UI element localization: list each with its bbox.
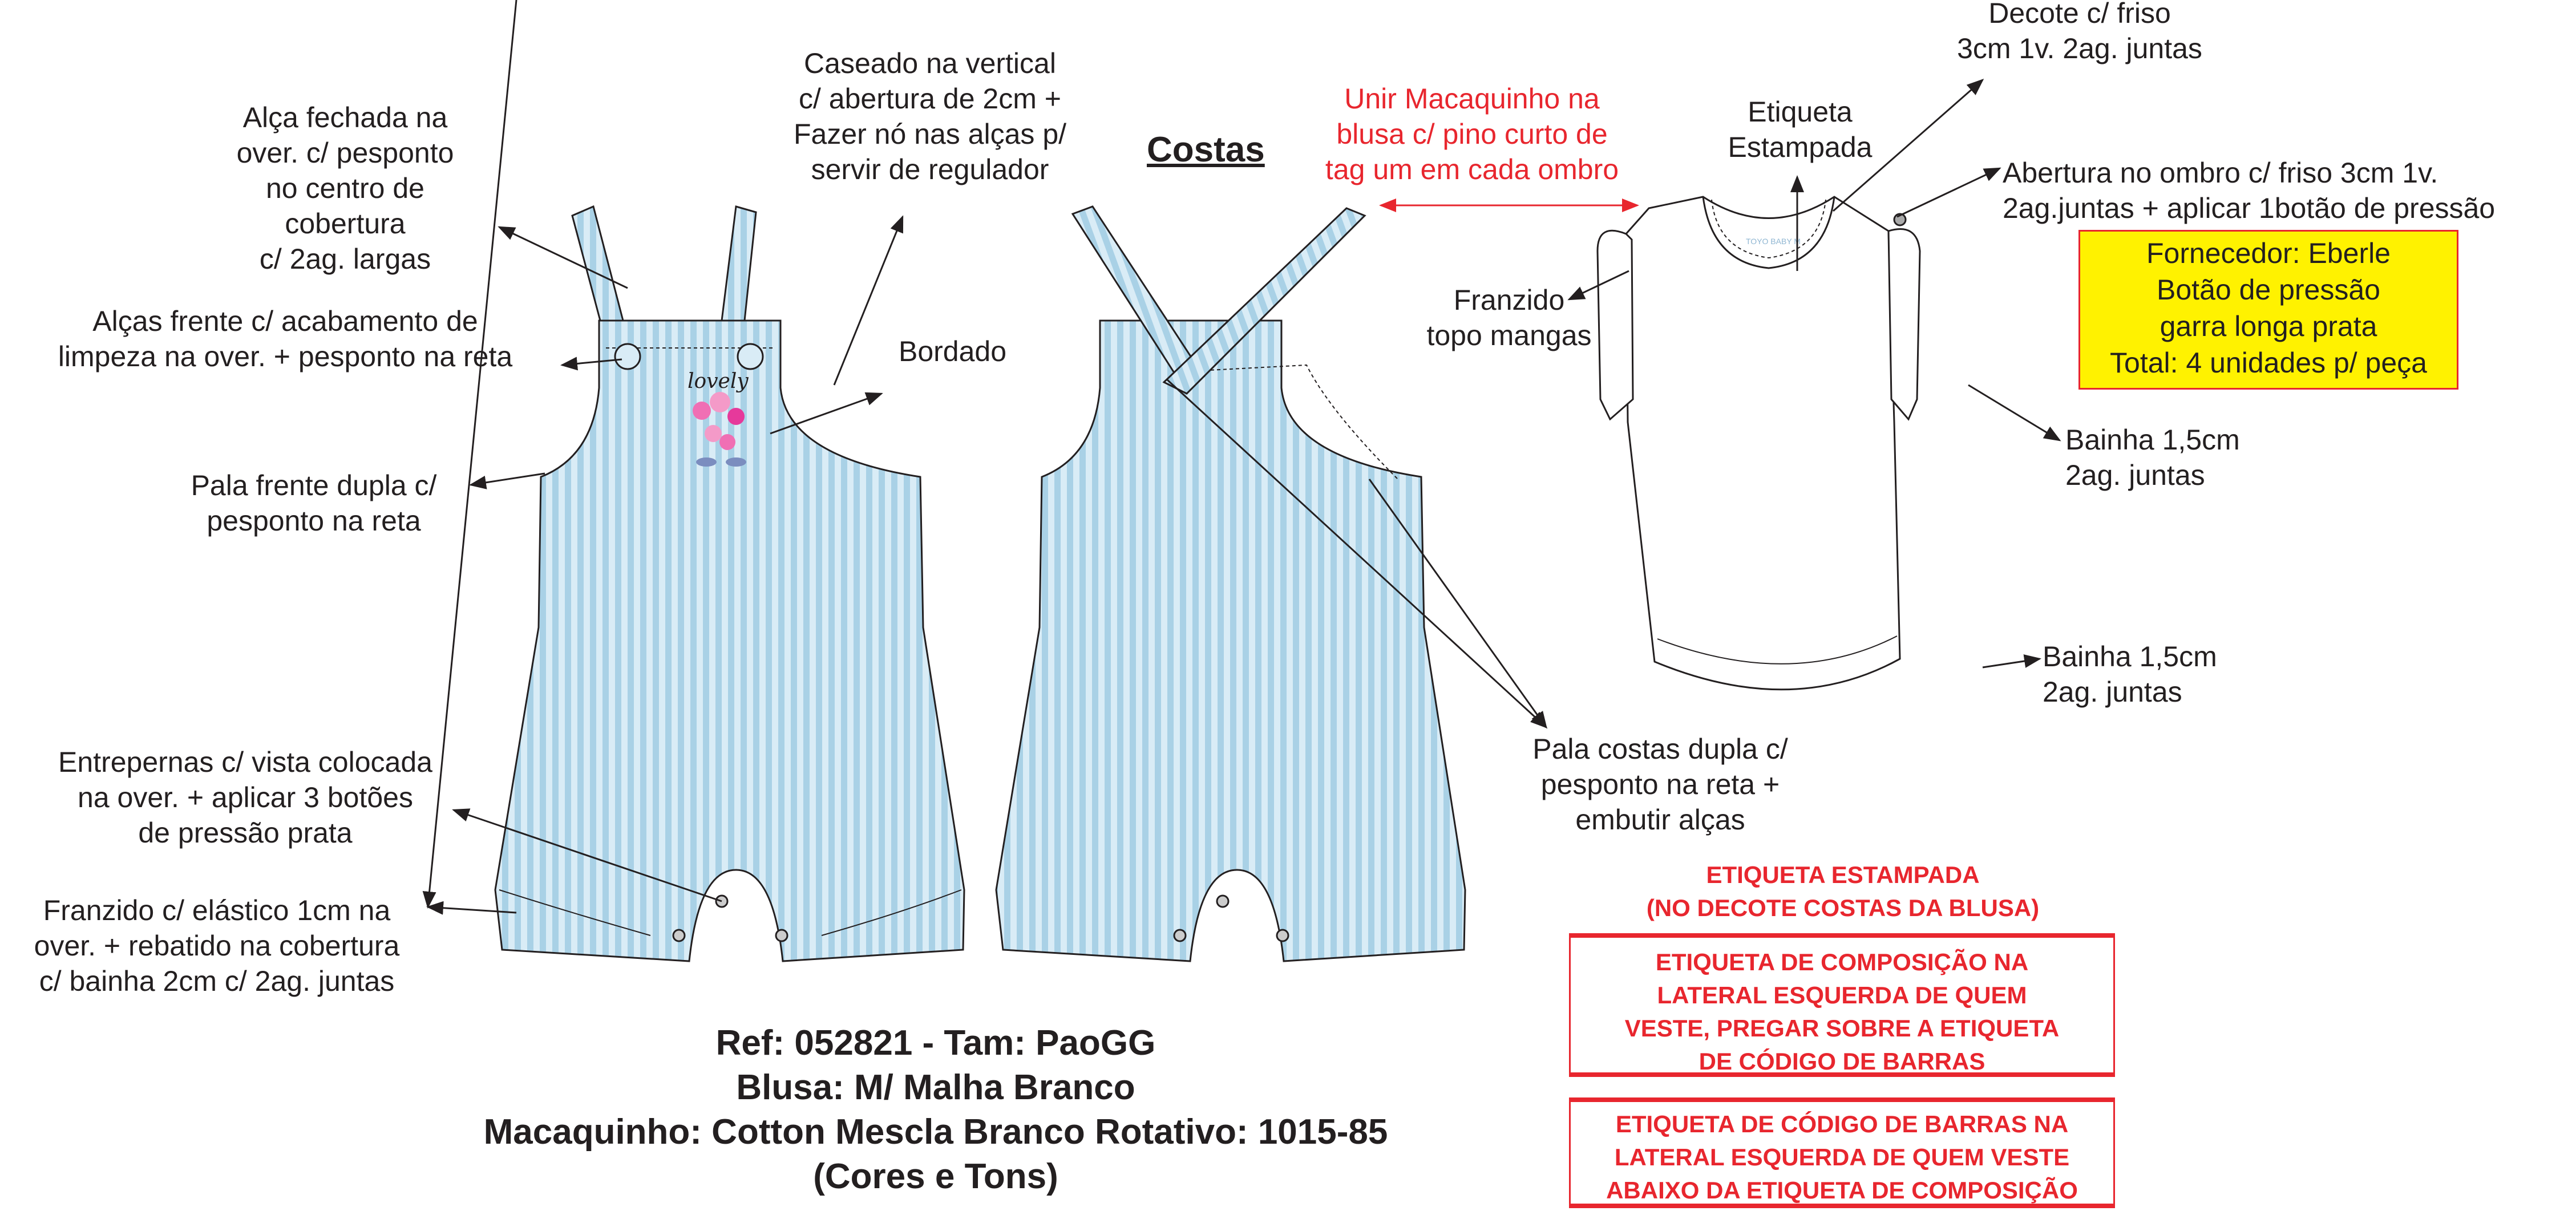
note-pala-frente: Pala frente dupla c/ pesponto na reta (191, 469, 437, 537)
embroidery-flowers: lovely (688, 370, 749, 467)
blouse-body (1625, 196, 1901, 691)
note-etiqueta-estampada-decote: ETIQUETA ESTAMPADA (NO DECOTE COSTAS DA … (1646, 861, 2040, 921)
romper-front (494, 205, 965, 962)
note-pala-costas: Pala costas dupla c/ pesponto na reta + … (1532, 733, 1788, 836)
label-composition-box: ETIQUETA DE COMPOSIÇÃO NA LATERAL ESQUER… (1569, 933, 2115, 1077)
strap-right (721, 205, 757, 322)
supplier-box: Fornecedor: Eberle Botão de pressão garr… (2078, 230, 2458, 390)
romper-front-body (494, 319, 965, 962)
tag-brand: TOYO BABY M (1746, 237, 1801, 246)
sleeve-left (1596, 229, 1634, 421)
romper-back-body (995, 319, 1466, 962)
romper-back (995, 205, 1466, 962)
note-bordado: Bordado (899, 335, 1007, 367)
embroidery-word: lovely (688, 370, 749, 393)
note-alca-fechada: Alça fechada na over. c/ pesponto no cen… (236, 102, 454, 275)
note-abertura-ombro: Abertura no ombro c/ friso 3cm 1v. 2ag.j… (2003, 157, 2496, 224)
spec-block: Ref: 052821 - Tam: PaoGG Blusa: M/ Malha… (483, 1023, 1388, 1196)
note-bainha-manga: Bainha 1,5cm 2ag. juntas (2065, 424, 2240, 491)
blouse: TOYO BABY M (1596, 196, 1921, 691)
label-barcode-box: ETIQUETA DE CÓDIGO DE BARRAS NA LATERAL … (1569, 1097, 2115, 1208)
note-franzido-elastico: Franzido c/ elástico 1cm na over. + reba… (34, 894, 400, 997)
leader-lines (422, 0, 2061, 915)
note-entrepernas: Entrepernas c/ vista colocada na over. +… (58, 746, 432, 849)
note-decote: Decote c/ friso 3cm 1v. 2ag. juntas (1957, 0, 2202, 64)
note-alcas-frente: Alças frente c/ acabamento de limpeza na… (58, 305, 513, 372)
section-label-costas: Costas (1147, 130, 1265, 169)
note-bainha-barra: Bainha 1,5cm 2ag. juntas (2043, 641, 2217, 708)
note-caseado: Caseado na vertical c/ abertura de 2cm +… (793, 47, 1067, 185)
strap-left (571, 205, 624, 322)
note-unir-macaquinho: Unir Macaquinho na blusa c/ pino curto d… (1325, 83, 1619, 185)
sleeve-right (1887, 228, 1921, 421)
note-franzido-mangas: Franzido topo mangas (1426, 284, 1592, 351)
note-etiqueta-estampada: Etiqueta Estampada (1728, 96, 1873, 163)
back-strap-right (1162, 207, 1366, 395)
